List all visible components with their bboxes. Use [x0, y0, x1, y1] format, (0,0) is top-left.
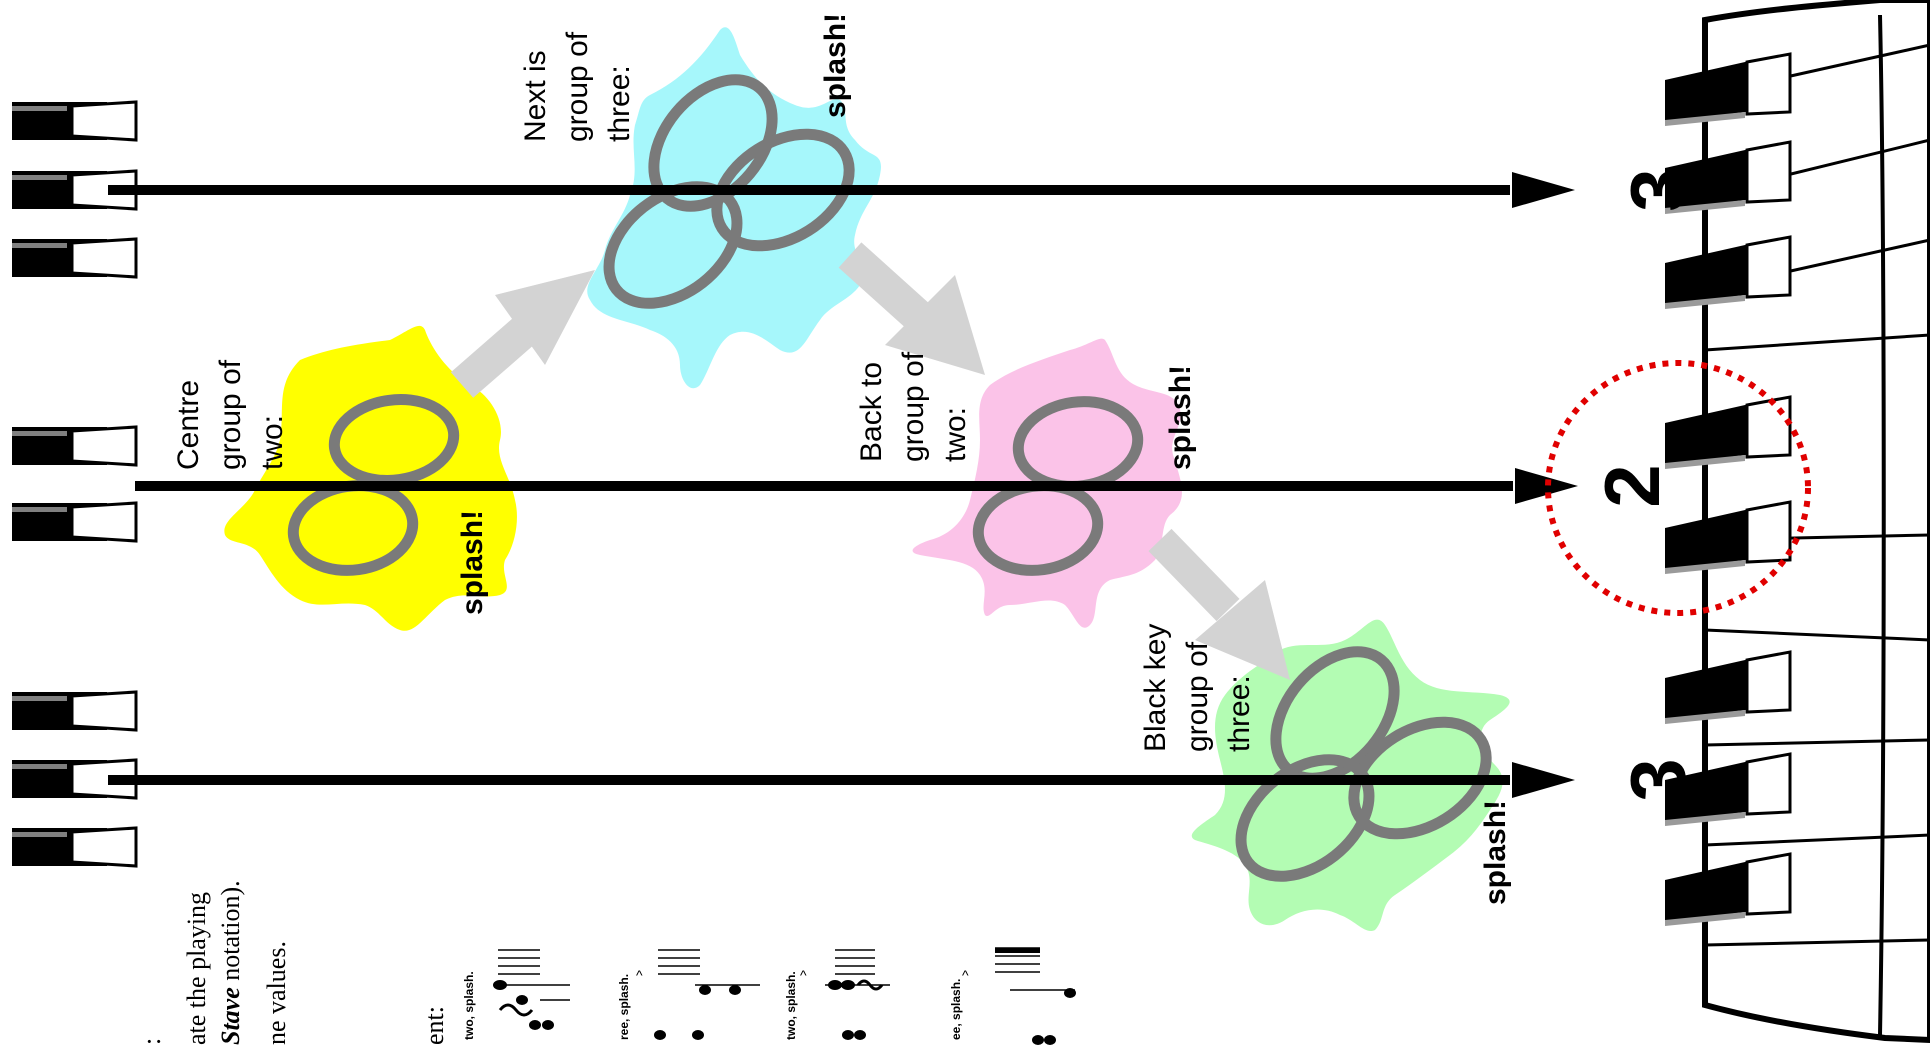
- svg-text:group of: group of: [214, 359, 247, 470]
- number-bottom: 3: [1614, 758, 1702, 801]
- finger-rings-cyan: [603, 74, 855, 309]
- svg-text:three:: three:: [603, 65, 636, 142]
- svg-text:three:: three:: [1223, 675, 1256, 752]
- svg-text:ree, splash.: ree, splash.: [617, 974, 631, 1040]
- notation-4: ee, splash. ^: [949, 947, 1076, 1045]
- partial-text-b: ate the playing Stave notation).: [182, 880, 245, 1045]
- number-top: 3: [1614, 168, 1702, 211]
- svg-text:Back to: Back to: [855, 362, 888, 462]
- svg-text:group of: group of: [1181, 641, 1214, 752]
- number-middle: 2: [1588, 464, 1676, 507]
- arrow-top: [108, 172, 1575, 208]
- notation-2: ree, splash. ^: [617, 949, 760, 1040]
- partial-text-d: ent:: [420, 1006, 449, 1045]
- splash-label-cyan: splash!: [819, 13, 852, 118]
- gray-arrow-3: [1148, 528, 1290, 680]
- piano-black-keys: [1665, 52, 1792, 926]
- svg-text:Stave notation).: Stave notation).: [216, 880, 245, 1045]
- svg-text:two, splash.: two, splash.: [462, 971, 476, 1040]
- svg-text:^: ^: [800, 967, 807, 983]
- svg-text:group of: group of: [561, 31, 594, 142]
- arrow-bottom: [108, 762, 1575, 798]
- svg-text:^: ^: [636, 967, 643, 983]
- splash-label-green: splash!: [1479, 800, 1512, 905]
- highlight-circle: [1545, 360, 1811, 616]
- svg-text:two:: two:: [939, 407, 972, 462]
- svg-text:Next is: Next is: [519, 50, 552, 142]
- partial-text-c: ne values.: [262, 941, 291, 1045]
- partial-text-a: :: [137, 1038, 166, 1045]
- left-keys: [12, 100, 138, 868]
- splash-label-pink: splash!: [1164, 365, 1197, 470]
- svg-text:Black key: Black key: [1139, 624, 1172, 752]
- svg-text:Centre: Centre: [172, 380, 205, 470]
- label-centre: Centre group of two:: [172, 359, 289, 470]
- label-next: Next is group of three:: [519, 31, 636, 142]
- piano-keyboard: [1665, 0, 1930, 1044]
- svg-text:group of: group of: [897, 351, 930, 462]
- svg-text:^: ^: [962, 967, 969, 983]
- label-back: Back to group of two:: [855, 351, 972, 462]
- svg-text:ate the playing: ate the playing: [182, 892, 211, 1045]
- arrow-middle: [135, 468, 1578, 504]
- notation-1: two, splash.: [462, 949, 570, 1040]
- svg-text:two, splash.: two, splash.: [784, 971, 798, 1040]
- gray-arrow-1: [450, 270, 595, 398]
- svg-text:two:: two:: [256, 415, 289, 470]
- splash-label-yellow: splash!: [456, 510, 489, 615]
- label-blackkey: Black key group of three:: [1139, 624, 1256, 752]
- svg-text:ee, splash.: ee, splash.: [949, 979, 963, 1040]
- notation-3: two, splash. ^: [784, 949, 890, 1040]
- gray-arrow-2: [838, 242, 985, 375]
